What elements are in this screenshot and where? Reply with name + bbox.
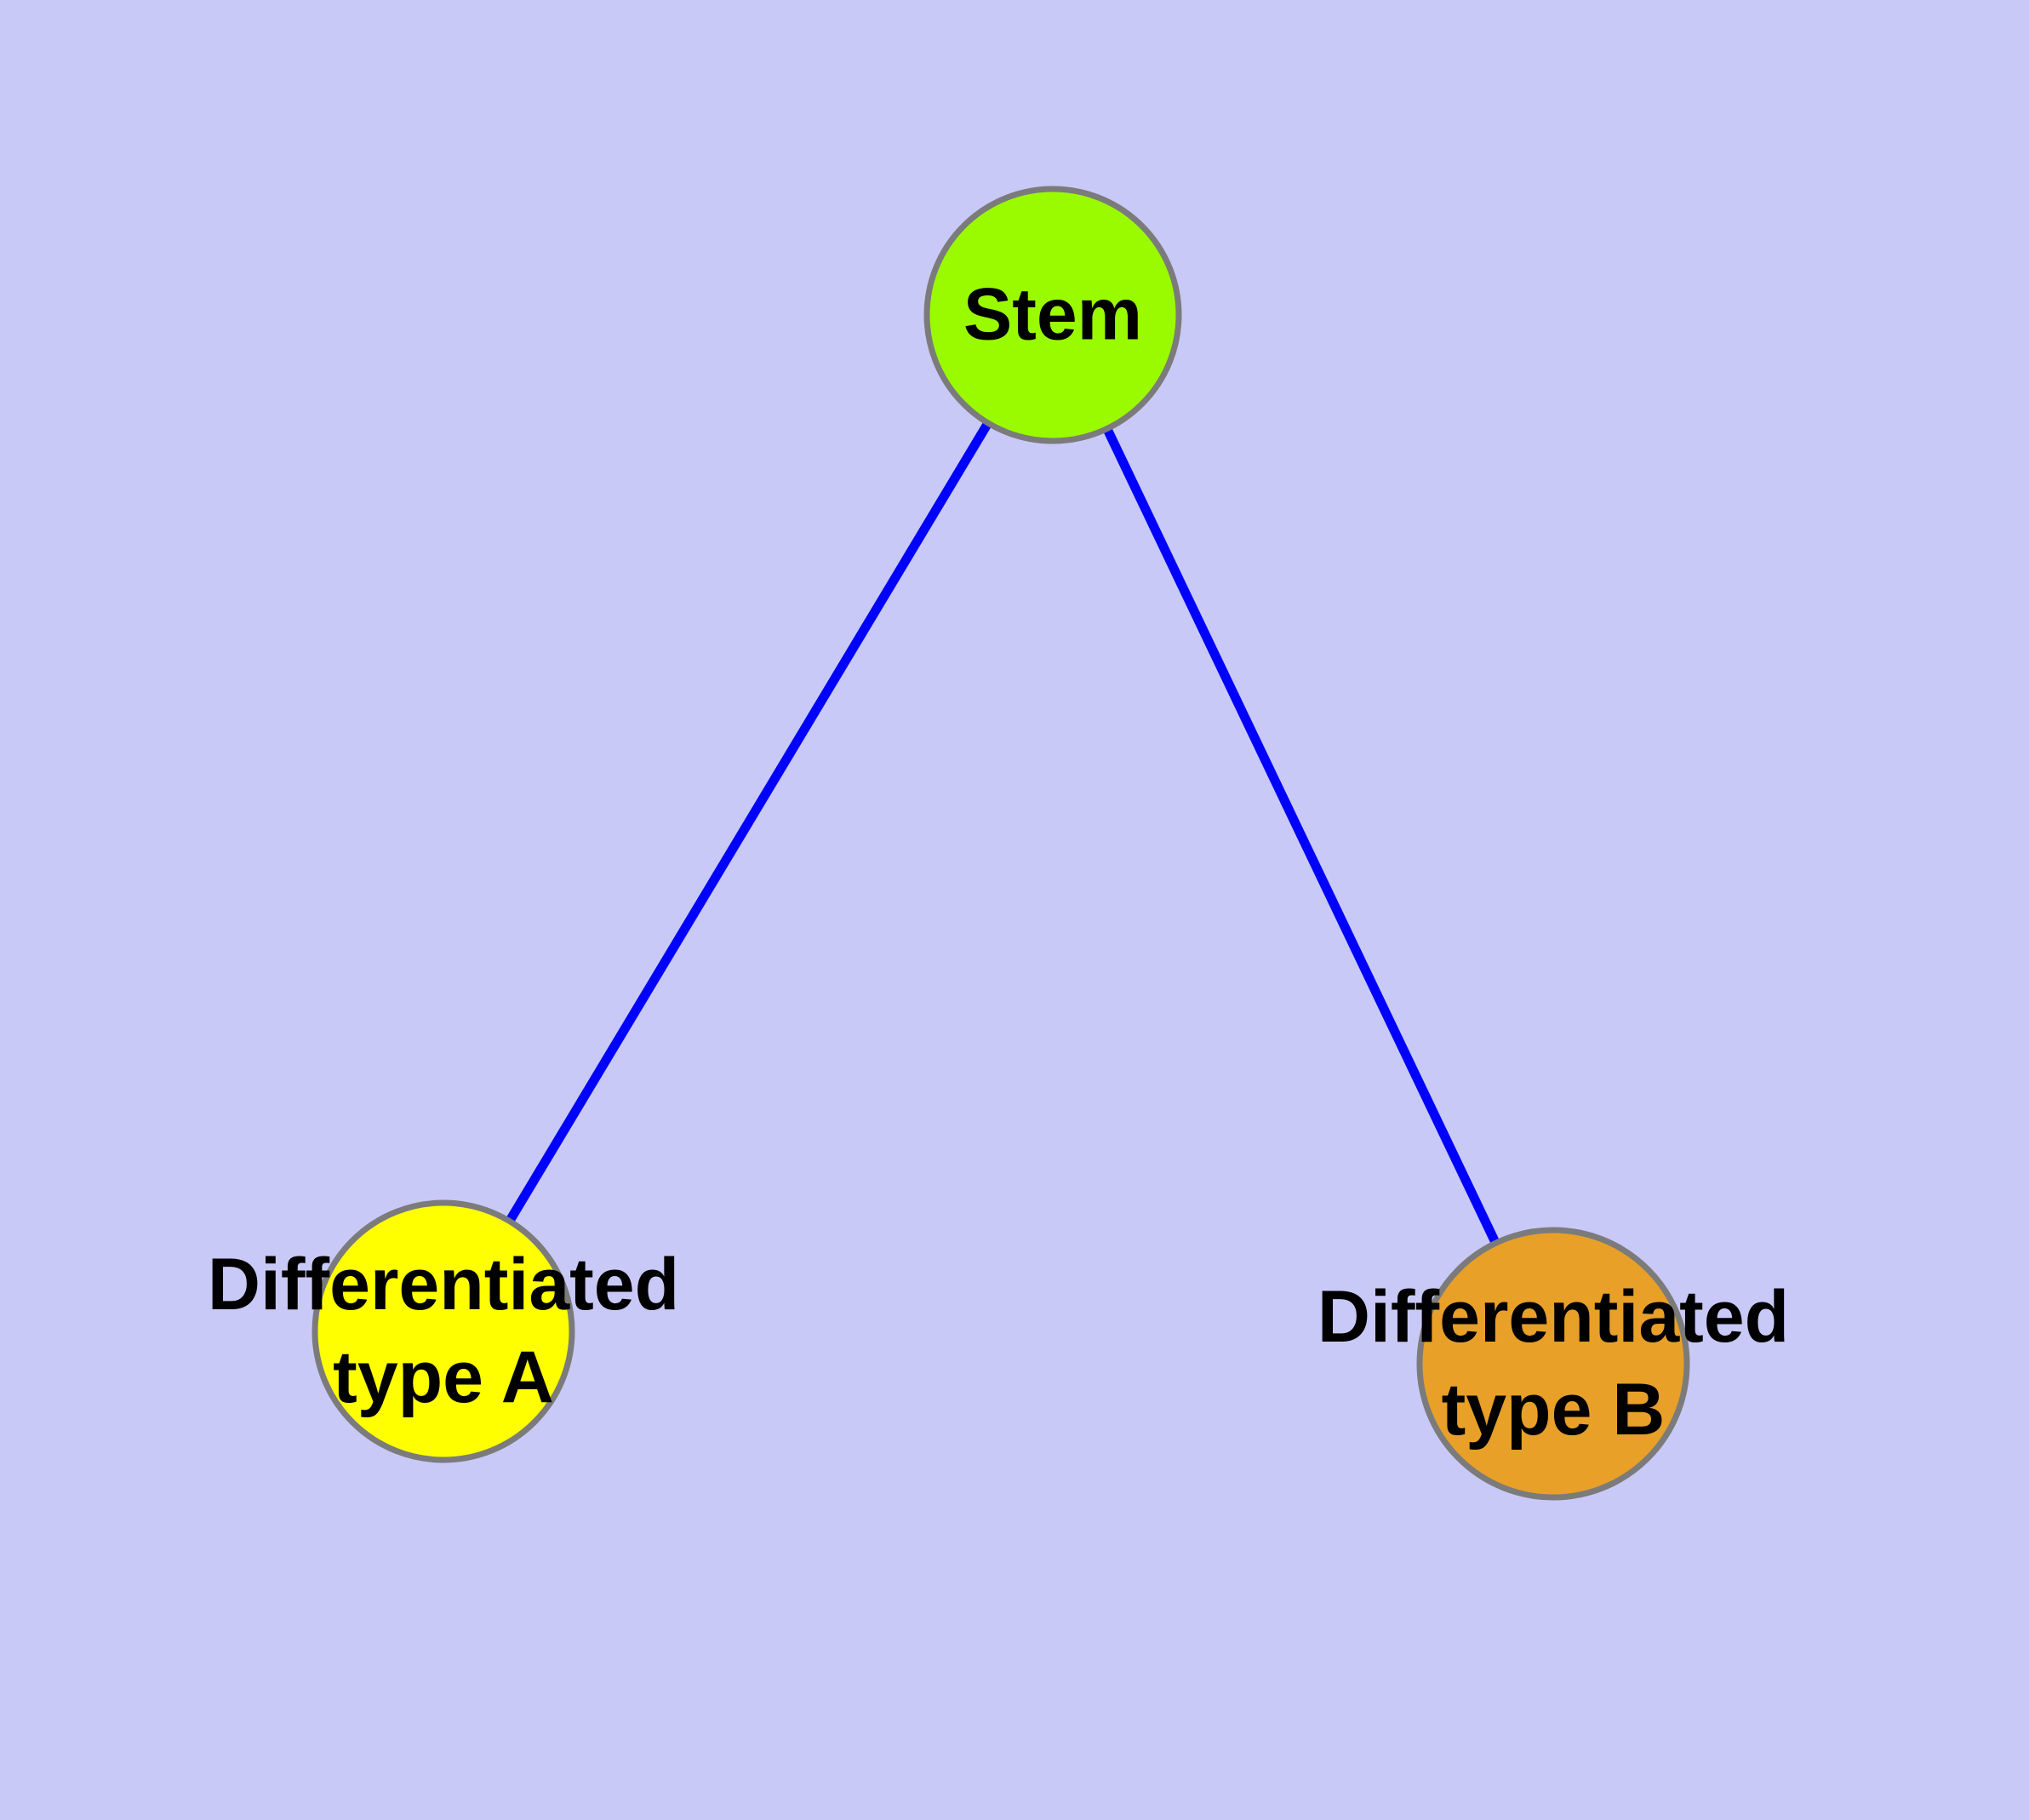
node-stem-circle [923,186,1182,444]
edge-stem-to-typeB [1049,312,1557,1366]
node-typeB-circle [1416,1227,1690,1501]
edge-stem-to-typeA [439,312,1057,1334]
node-typeA-circle [311,1199,575,1463]
